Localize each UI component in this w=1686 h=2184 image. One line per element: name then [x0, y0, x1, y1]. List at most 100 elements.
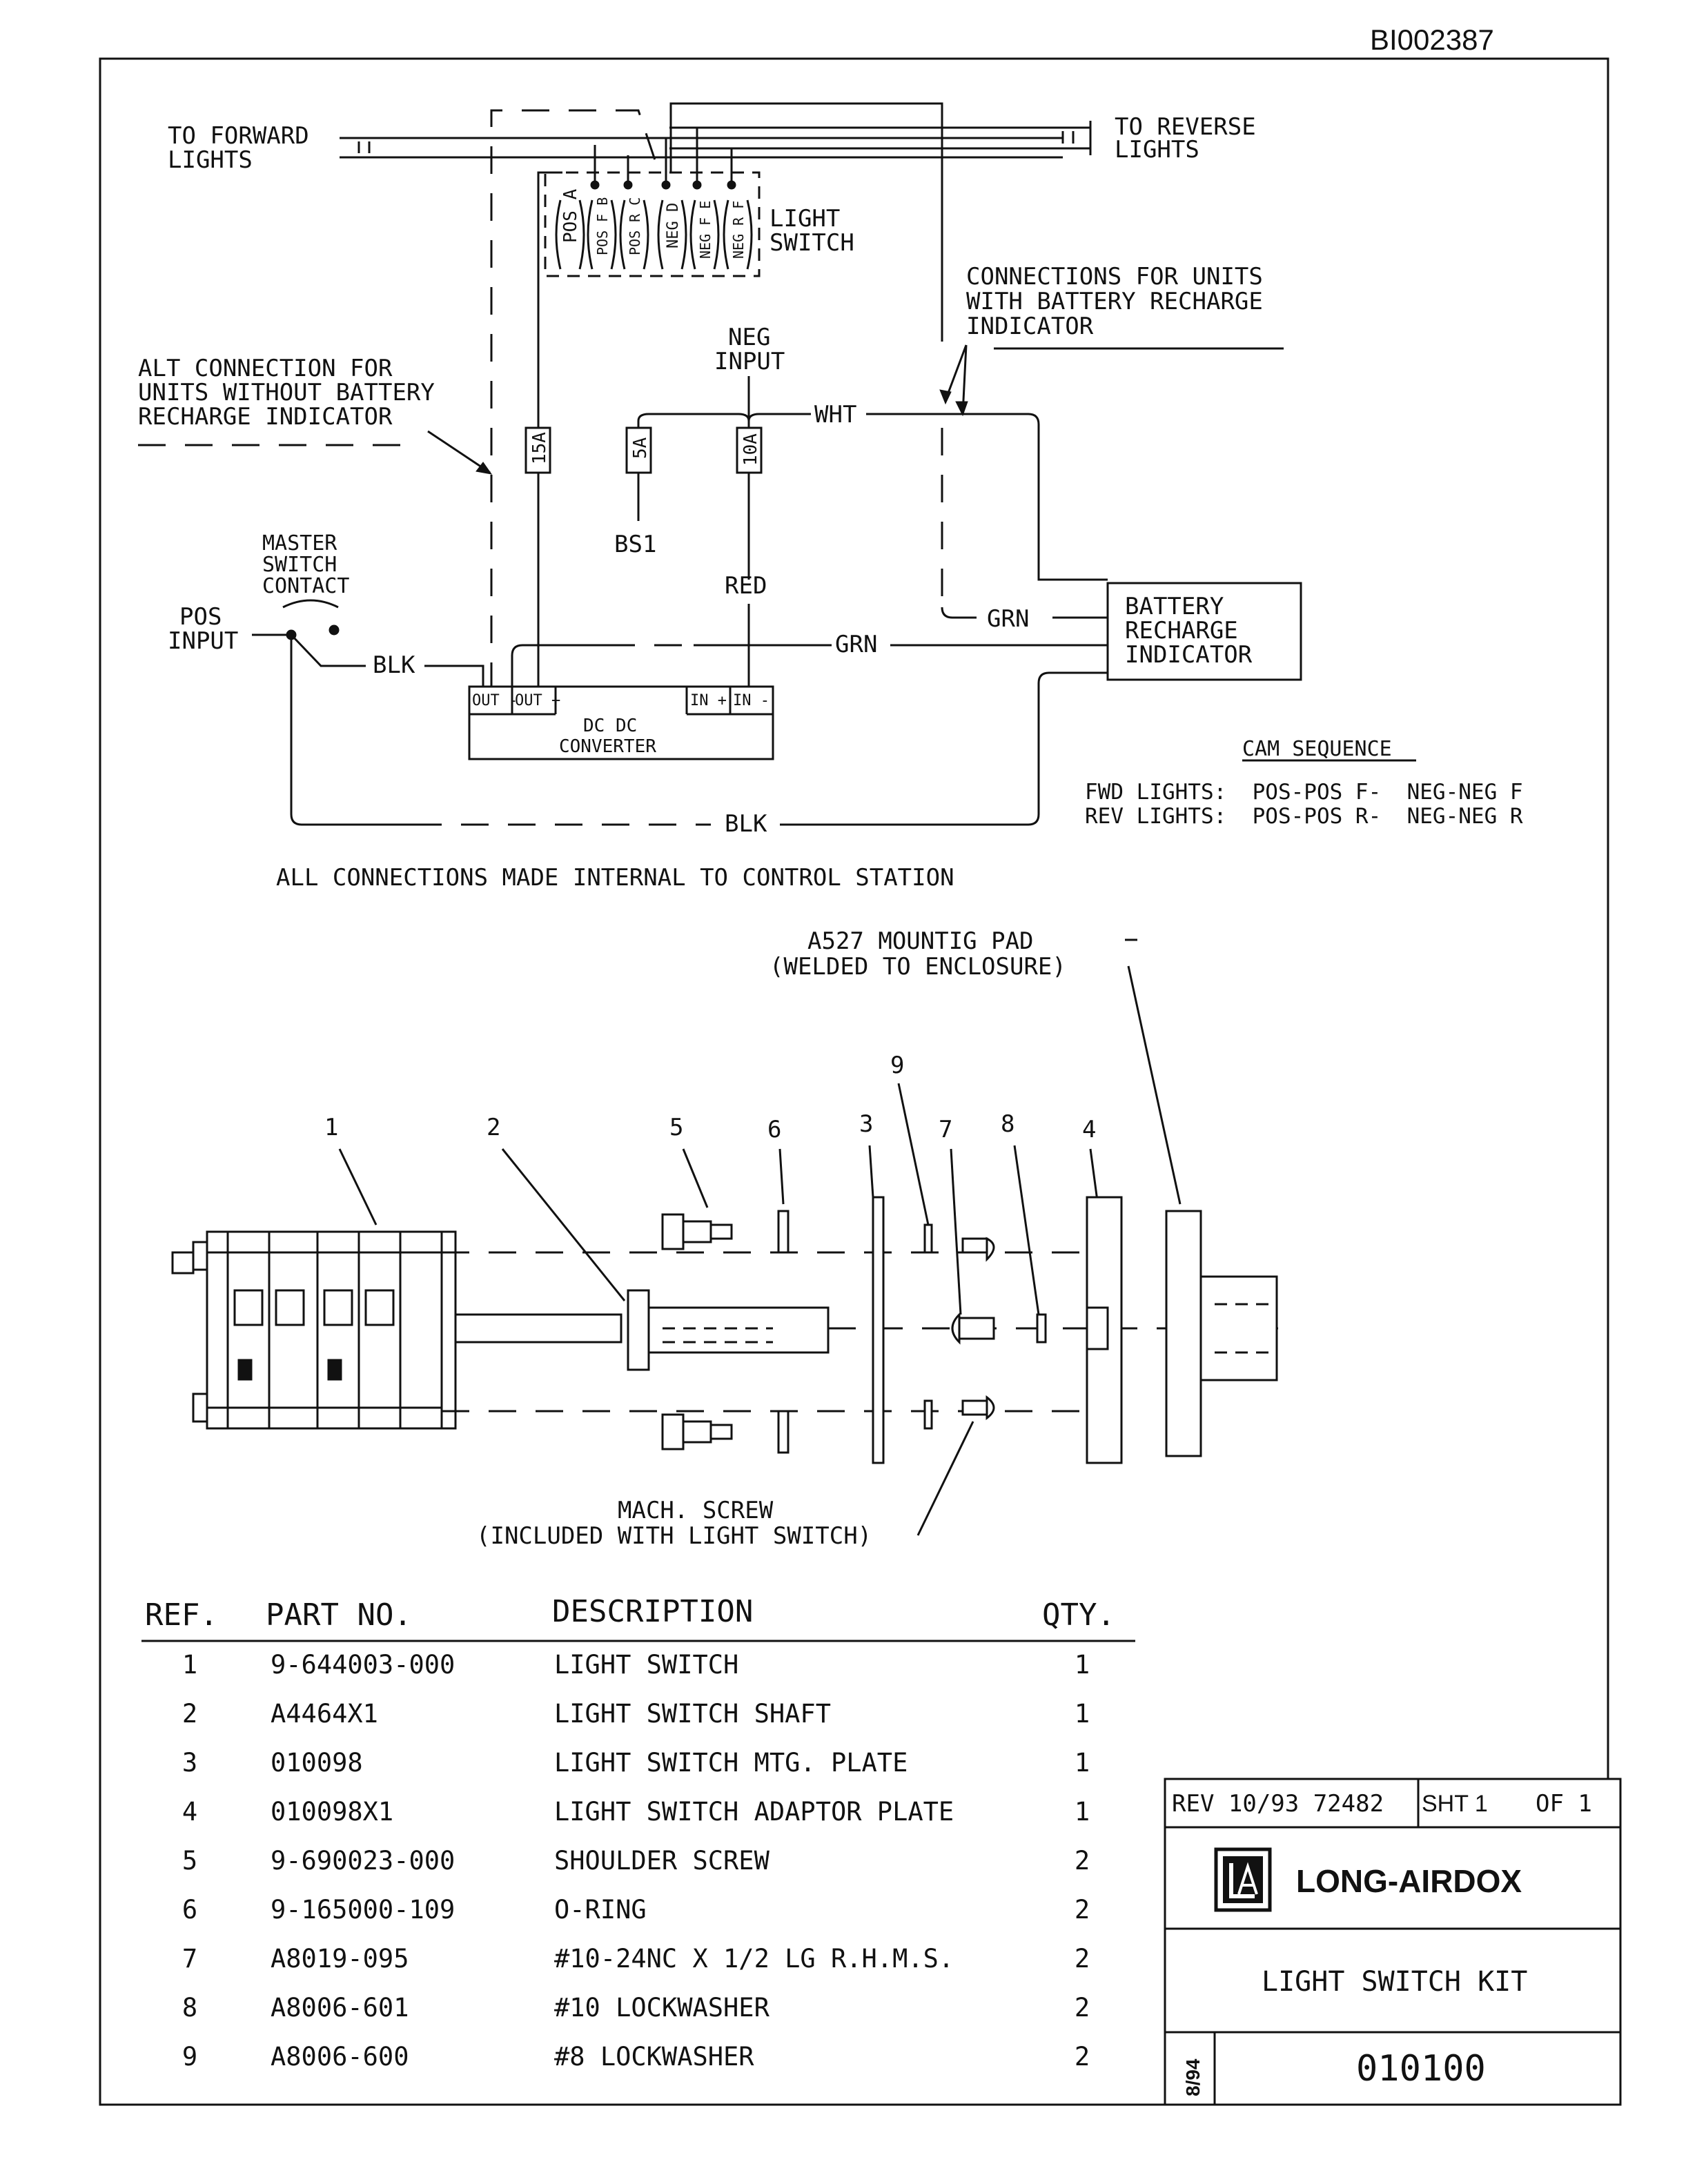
callout-7: 7: [939, 1116, 952, 1143]
terminal-out-neg: OUT -: [472, 692, 518, 709]
cell-description: LIGHT SWITCH MTG. PLATE: [554, 1748, 908, 1778]
sheet-border: [99, 57, 1609, 2106]
cell-ref: 5: [182, 1846, 197, 1876]
battery-indicator-line2: RECHARGE: [1125, 617, 1238, 645]
part-4-adaptor-plate: [1086, 1196, 1123, 1464]
callout-8: 8: [1001, 1110, 1014, 1138]
dc-dc-converter: [468, 685, 774, 760]
battery-indicator-line1: BATTERY: [1125, 593, 1224, 620]
part-1-light-switch: [171, 1230, 623, 1430]
contact-neg-d: NEG D: [657, 199, 687, 270]
to-forward-lights-line1: TO FORWARD: [168, 122, 309, 150]
cell-part-no: A8006-600: [271, 2042, 409, 2072]
cell-qty: 2: [1075, 1895, 1090, 1925]
wiring-schematic: TO FORWARD LIGHTS TO REVERSE LIGHTS LIGH…: [138, 102, 1523, 892]
converter-label-line2: CONVERTER: [559, 736, 656, 757]
part-3-mounting-plate: [872, 1196, 885, 1464]
master-switch-line2: SWITCH: [262, 553, 337, 577]
contact-neg-f-e: NEG F E: [689, 199, 720, 270]
fuse-10a: 10A: [736, 426, 763, 474]
sheet-total: OF 1: [1536, 1790, 1592, 1818]
cell-ref: 8: [182, 1993, 197, 2023]
battery-indicator-line3: INDICATOR: [1125, 641, 1253, 669]
converter-label-line1: DC DC: [583, 716, 637, 736]
bs1-label: BS1: [614, 531, 656, 558]
document-id: BI002387: [1370, 23, 1494, 56]
to-reverse-lights-line2: LIGHTS: [1115, 136, 1199, 164]
cell-qty: 1: [1075, 1748, 1090, 1778]
part-8-lockwasher: [1036, 1313, 1047, 1344]
cell-description: #10-24NC X 1/2 LG R.H.M.S.: [554, 1944, 954, 1974]
title-block: REV 10/93 72482 SHT 1 OF 1 LONG-AIRDOX L…: [1164, 1778, 1622, 2106]
callout-1: 1: [324, 1114, 338, 1141]
cell-part-no: 9-165000-109: [271, 1895, 455, 1925]
header-description: DESCRIPTION: [552, 1594, 753, 1629]
cell-part-no: A8006-601: [271, 1993, 409, 2023]
cell-description: LIGHT SWITCH: [554, 1650, 738, 1680]
cell-ref: 3: [182, 1748, 197, 1778]
mounting-pad-line2: (WELDED TO ENCLOSURE): [770, 953, 1066, 981]
master-switch-line1: MASTER: [262, 531, 337, 555]
cell-part-no: A4464X1: [271, 1699, 378, 1729]
callout-3: 3: [859, 1110, 873, 1138]
contact-pos-a: POS A: [555, 188, 585, 270]
master-switch-contact: [329, 624, 340, 636]
cell-qty: 1: [1075, 1699, 1090, 1729]
svg-text:NEG F E: NEG F E: [697, 201, 714, 259]
cell-ref: 2: [182, 1699, 197, 1729]
grn-label-2: GRN: [835, 631, 877, 658]
alt-connection-line3: RECHARGE INDICATOR: [138, 403, 393, 431]
battery-recharge-indicator: [1106, 582, 1302, 681]
callout-6: 6: [767, 1116, 781, 1143]
cam-rev-lights: REV LIGHTS: POS-POS R- NEG-NEG R: [1085, 804, 1523, 829]
svg-text:POS F B: POS F B: [594, 197, 611, 255]
grn-label-1: GRN: [987, 605, 1029, 633]
mach-screw-line2: (INCLUDED WITH LIGHT SWITCH): [476, 1522, 872, 1550]
cell-ref: 1: [182, 1650, 197, 1680]
svg-text:5A: 5A: [630, 437, 651, 459]
header-ref: REF.: [145, 1597, 218, 1633]
cell-qty: 2: [1075, 1944, 1090, 1974]
header-qty: QTY.: [1042, 1597, 1115, 1633]
company-name: LONG-AIRDOX: [1296, 1863, 1522, 1899]
pos-input-line1: POS: [179, 603, 222, 631]
cam-sequence-title: CAM SEQUENCE: [1242, 737, 1392, 761]
terminal-in-pos: IN +: [690, 692, 727, 709]
callout-4: 4: [1082, 1116, 1096, 1143]
light-switch-label-line2: SWITCH: [770, 229, 854, 257]
mounting-pad-line1: A527 MOUNTIG PAD: [807, 927, 1034, 955]
cell-qty: 1: [1075, 1797, 1090, 1827]
callout-9: 9: [890, 1052, 904, 1079]
wht-label: WHT: [814, 401, 856, 429]
drawing-title: LIGHT SWITCH KIT: [1262, 1966, 1527, 1998]
to-forward-lights-line2: LIGHTS: [168, 146, 253, 174]
reverse-lights-connector: [1056, 121, 1092, 155]
part-2-shaft: [627, 1289, 830, 1371]
part-9-lockwashers: [923, 1223, 933, 1430]
header-part-no: PART NO.: [266, 1597, 412, 1633]
cell-part-no: 9-644003-000: [271, 1650, 455, 1680]
cell-part-no: 9-690023-000: [271, 1846, 455, 1876]
cell-ref: 4: [182, 1797, 197, 1827]
callout-5: 5: [669, 1114, 683, 1141]
connections-note-line3: INDICATOR: [966, 313, 1094, 340]
svg-text:10A: 10A: [741, 433, 761, 466]
cam-fwd-lights: FWD LIGHTS: POS-POS F- NEG-NEG F: [1085, 780, 1523, 805]
machine-screws: [961, 1237, 995, 1421]
cell-ref: 7: [182, 1944, 197, 1974]
blk-label-2: BLK: [725, 810, 767, 838]
to-reverse-lights-line1: TO REVERSE: [1115, 113, 1256, 141]
cell-part-no: 010098X1: [271, 1797, 393, 1827]
alt-connection-line1: ALT CONNECTION FOR: [138, 355, 393, 382]
cell-ref: 6: [182, 1895, 197, 1925]
svg-text:NEG D: NEG D: [665, 203, 682, 248]
drawing-number: 010100: [1356, 2048, 1486, 2089]
neg-input-line2: INPUT: [714, 348, 785, 375]
